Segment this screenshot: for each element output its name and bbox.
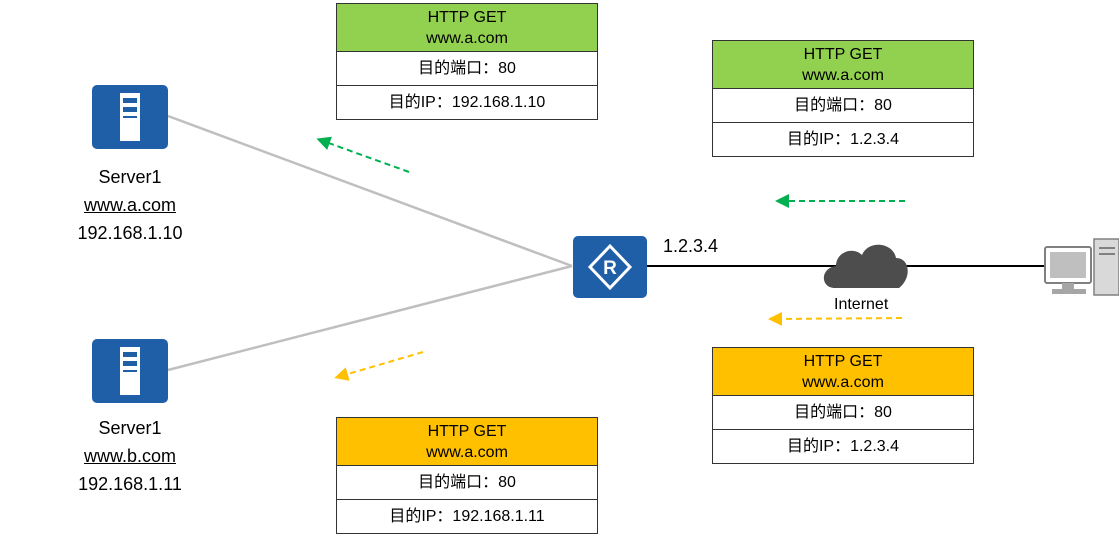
flow-arrow-green-left <box>316 136 410 173</box>
packet-top-left: HTTP GET www.a.com 目的端口：80 目的IP：192.168.… <box>336 3 598 120</box>
server-ip: 192.168.1.11 <box>78 474 182 494</box>
router-public-ip: 1.2.3.4 <box>663 236 719 256</box>
http-host: www.a.com <box>426 444 508 461</box>
internet-label: Internet <box>834 296 889 313</box>
dest-ip-row: 目的IP：1.2.3.4 <box>713 122 973 156</box>
http-method: HTTP GET <box>803 353 883 370</box>
server-domain: www.a.com <box>83 195 177 215</box>
server-name: Server1 <box>98 418 162 438</box>
flow-arrow-orange-right <box>768 311 903 326</box>
packet-header: HTTP GET www.a.com <box>337 418 597 466</box>
packet-header: HTTP GET www.a.com <box>713 348 973 396</box>
dest-ip-row: 目的IP：192.168.1.10 <box>337 85 597 119</box>
packet-bottom-left: HTTP GET www.a.com 目的端口：80 目的IP：192.168.… <box>336 417 598 534</box>
dest-ip-row: 目的IP：192.168.1.11 <box>337 499 597 533</box>
pc-icon <box>1044 238 1119 296</box>
cloud-icon <box>823 244 908 288</box>
http-method: HTTP GET <box>803 46 883 63</box>
server-icon <box>92 85 168 149</box>
flow-arrow-orange-left <box>334 351 424 381</box>
packet-header: HTTP GET www.a.com <box>713 41 973 89</box>
server-domain: www.b.com <box>83 446 177 466</box>
dest-port-row: 目的端口：80 <box>418 474 516 491</box>
http-host: www.a.com <box>802 374 884 391</box>
dest-ip-row: 目的IP：1.2.3.4 <box>713 429 973 463</box>
dest-port-row: 目的端口：80 <box>794 404 892 421</box>
http-host: www.a.com <box>426 30 508 47</box>
link-server1-router <box>167 114 573 268</box>
packet-header: HTTP GET www.a.com <box>337 4 597 52</box>
packet-top-right: HTTP GET www.a.com 目的端口：80 目的IP：1.2.3.4 <box>712 40 974 157</box>
router-icon: R <box>573 236 647 298</box>
dest-port-row: 目的端口：80 <box>418 60 516 77</box>
link-server2-router <box>167 264 573 372</box>
packet-bottom-right: HTTP GET www.a.com 目的端口：80 目的IP：1.2.3.4 <box>712 347 974 464</box>
http-method: HTTP GET <box>427 9 507 26</box>
server2-label: Server1 www.b.com 192.168.1.11 <box>60 414 200 498</box>
server-icon <box>92 339 168 403</box>
server-ip: 192.168.1.10 <box>77 223 183 243</box>
http-host: www.a.com <box>802 67 884 84</box>
server1-label: Server1 www.a.com 192.168.1.10 <box>60 163 200 247</box>
http-method: HTTP GET <box>427 423 507 440</box>
server-name: Server1 <box>98 167 162 187</box>
svg-text:R: R <box>603 258 617 279</box>
dest-port-row: 目的端口：80 <box>794 97 892 114</box>
